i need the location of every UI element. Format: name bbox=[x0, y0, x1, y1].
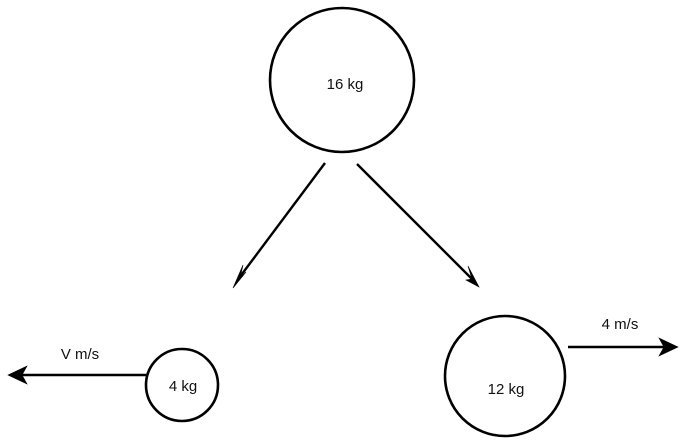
fragment-left-circle bbox=[144, 347, 220, 423]
velocity-right-label: 4 m/s bbox=[602, 316, 639, 333]
body-fragment-4kg: 4 kg bbox=[144, 347, 220, 423]
split-arrow-right-head bbox=[465, 265, 480, 288]
fragment-right-mass-label: 12 kg bbox=[488, 381, 525, 398]
velocity-vector-right: 4 m/s bbox=[568, 316, 679, 357]
velocity-left-label: V m/s bbox=[61, 346, 99, 363]
velocity-vector-left: V m/s bbox=[7, 346, 147, 385]
parent-circle bbox=[268, 6, 416, 154]
velocity-left-head bbox=[7, 365, 28, 385]
split-arrow-left-head bbox=[232, 264, 247, 289]
body-fragment-12kg: 12 kg bbox=[443, 314, 567, 438]
parent-mass-label: 16 kg bbox=[327, 76, 364, 93]
split-arrow-right-shaft bbox=[356, 163, 473, 280]
velocity-right-head bbox=[658, 337, 679, 357]
body-parent-16kg: 16 kg bbox=[268, 6, 416, 154]
fragment-left-mass-label: 4 kg bbox=[169, 378, 197, 395]
fragment-right-circle bbox=[443, 314, 567, 438]
split-arrow-left-shaft bbox=[238, 162, 326, 279]
split-arrow-right bbox=[356, 163, 480, 288]
split-arrow-left bbox=[232, 162, 326, 289]
